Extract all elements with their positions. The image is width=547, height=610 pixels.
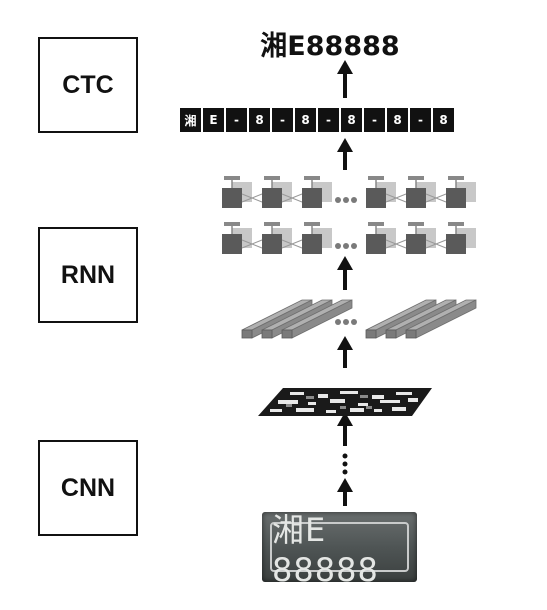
rnn-cells bbox=[222, 176, 476, 254]
rnn-cell bbox=[262, 222, 303, 254]
rnn-cell bbox=[366, 222, 407, 254]
sequence-cell: 8 bbox=[249, 108, 270, 132]
stage-label-cnn: CNN bbox=[60, 473, 116, 502]
sequence-cell: - bbox=[410, 108, 431, 132]
rnn-cell bbox=[302, 176, 332, 208]
rnn-cell bbox=[302, 222, 332, 254]
sequence-cell: E bbox=[203, 108, 224, 132]
rnn-cell bbox=[406, 222, 447, 254]
sequence-feature-bars bbox=[241, 299, 477, 339]
stage-box-ctc: CTC bbox=[38, 37, 138, 133]
sequence-cell: 8 bbox=[433, 108, 454, 132]
rnn-cell bbox=[406, 176, 447, 208]
sequence-cell: 8 bbox=[387, 108, 408, 132]
sequence-cell: - bbox=[226, 108, 247, 132]
stage-box-rnn: RNN bbox=[38, 227, 138, 323]
rnn-cell bbox=[446, 176, 476, 208]
rnn-cell bbox=[262, 176, 303, 208]
rnn-cell bbox=[366, 176, 407, 208]
feature-bar bbox=[281, 299, 353, 339]
sequence-cell: - bbox=[272, 108, 293, 132]
sequence-cell: - bbox=[318, 108, 339, 132]
rnn-cell bbox=[446, 222, 476, 254]
sequence-cell: 8 bbox=[295, 108, 316, 132]
sequence-cell: - bbox=[364, 108, 385, 132]
sequence-cell: 湘 bbox=[180, 108, 201, 132]
feature-bar bbox=[405, 299, 477, 339]
sequence-cell: 8 bbox=[341, 108, 362, 132]
stage-label-ctc: CTC bbox=[62, 70, 114, 99]
rnn-cell bbox=[222, 222, 263, 254]
decoded-output-text: 湘E88888 bbox=[260, 31, 400, 62]
stage-box-cnn: CNN bbox=[38, 440, 138, 536]
flow-arrows bbox=[337, 60, 353, 506]
cnn-feature-map bbox=[258, 388, 432, 416]
rnn-cell bbox=[222, 176, 263, 208]
license-plate-image: 湘E 88888 bbox=[262, 511, 417, 589]
stage-label-rnn: RNN bbox=[60, 260, 116, 289]
license-plate-text: 湘E 88888 bbox=[270, 511, 409, 589]
